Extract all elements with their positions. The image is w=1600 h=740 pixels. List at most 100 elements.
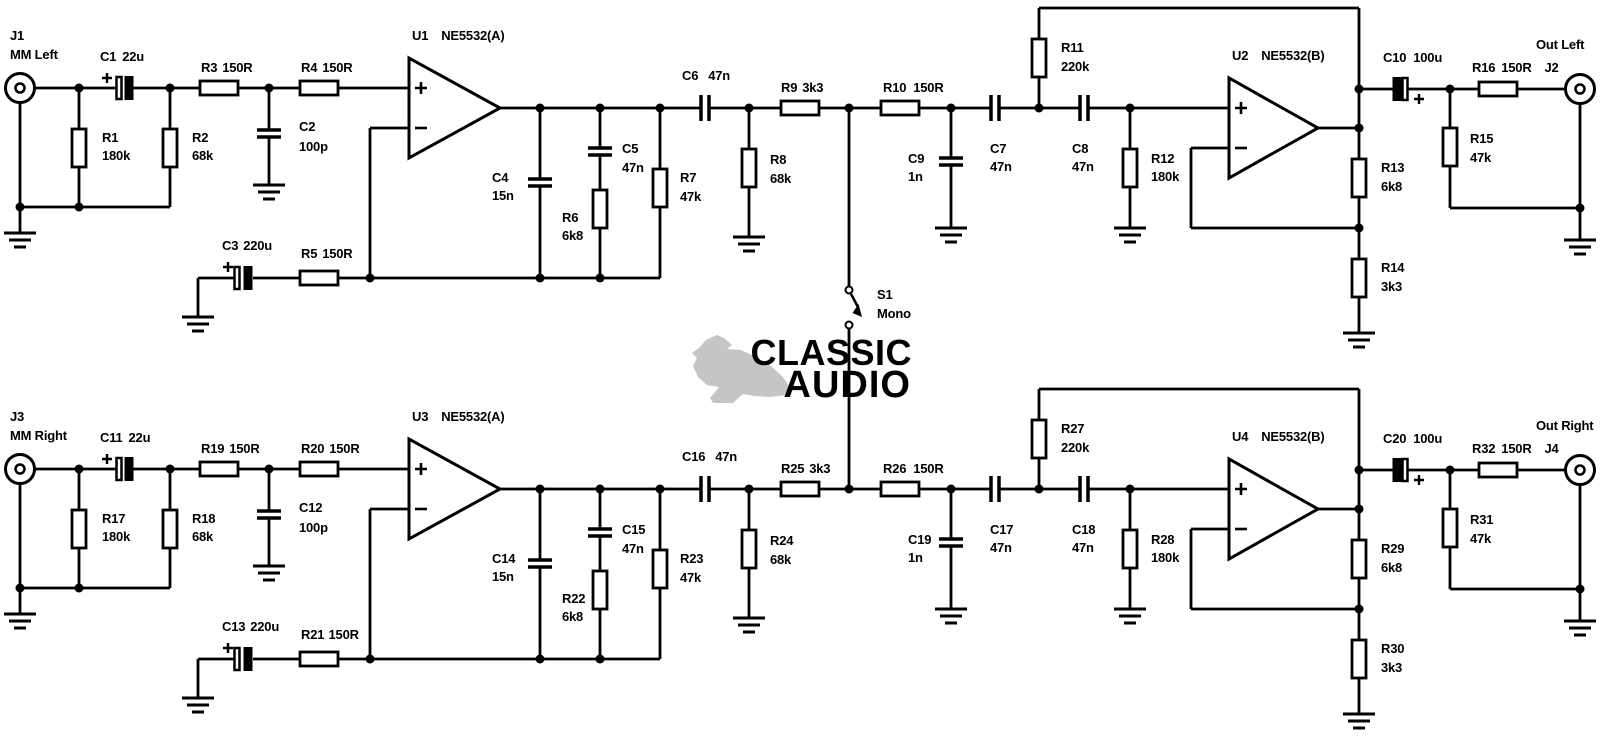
- label-r11-value: 220k: [1061, 440, 1090, 455]
- label-r14-ref: R14: [1381, 260, 1405, 275]
- resistor-r11-body: [1030, 418, 1048, 460]
- label-r15-value: 47k: [1470, 531, 1492, 546]
- label-c5-value: 47n: [622, 160, 644, 175]
- label-r12-value: 180k: [1151, 169, 1180, 184]
- label-r6-value: 6k8: [562, 609, 583, 624]
- resistor-r15-body: [1441, 507, 1459, 549]
- capacitor-c9-plates: [939, 537, 963, 548]
- label-c7-value: 47n: [990, 540, 1012, 555]
- capacitor-c9-plates: [939, 156, 963, 167]
- label-c4-value: 15n: [492, 569, 514, 584]
- capacitor-c3: [223, 643, 253, 672]
- resistor-r5-body: [298, 269, 340, 287]
- polarized-capacitors: [102, 73, 1424, 291]
- resistor-r8-body: [740, 528, 758, 570]
- label-r2-ref: R18: [192, 511, 215, 526]
- resistor-r15-body: [1441, 126, 1459, 168]
- resistor-r3-body: [198, 460, 240, 478]
- capacitor-c-in: [102, 454, 134, 482]
- label-r15-value: 47k: [1470, 150, 1492, 165]
- opamp-1: [407, 436, 504, 542]
- label-r11-ref: R27: [1061, 421, 1084, 436]
- label-c4-ref: C4: [492, 170, 509, 185]
- label-c2-value: 100p: [299, 139, 328, 154]
- capacitor-c2-plates: [257, 509, 281, 520]
- label-c5-value: 47n: [622, 541, 644, 556]
- label-r6-value: 6k8: [562, 228, 583, 243]
- label-r13-ref: R29: [1381, 541, 1404, 556]
- label-c2-ref: C12: [299, 500, 322, 515]
- input-jack: [4, 453, 36, 485]
- capacitor-c4-plates: [528, 558, 552, 569]
- capacitor-c8-plates: [1078, 95, 1090, 121]
- label-c9-value: 1n: [908, 169, 923, 184]
- resistor-r6-body: [591, 188, 609, 230]
- capacitor-c-in: [102, 73, 134, 101]
- label-r14-value: 3k3: [1381, 660, 1402, 675]
- label-r14-ref: R30: [1381, 641, 1404, 656]
- capacitors: [257, 95, 1090, 188]
- label-r8-ref: R8: [770, 152, 786, 167]
- label-r12-value: 180k: [1151, 550, 1180, 565]
- label-c4-ref: C14: [492, 551, 516, 566]
- capacitor-c8-plates: [1078, 476, 1090, 502]
- resistor-r11-body: [1030, 37, 1048, 79]
- label-r2-value: 68k: [192, 148, 214, 163]
- switch-contact-top: [844, 285, 854, 295]
- resistor-r13-body: [1350, 157, 1368, 199]
- capacitor-c2-plates: [257, 128, 281, 139]
- label-r7-value: 47k: [680, 189, 702, 204]
- label-r13-value: 6k8: [1381, 179, 1402, 194]
- opamp-2: [1227, 456, 1322, 562]
- label-c9-ref: C9: [908, 151, 924, 166]
- resistor-r16-body: [1477, 80, 1519, 98]
- label-c5-ref: C5: [622, 141, 638, 156]
- output-jack: [1564, 73, 1596, 105]
- watermark-logo: CLASSIC AUDIO: [692, 332, 912, 406]
- resistor-r4-body: [298, 79, 340, 97]
- switch-label: Mono: [877, 306, 911, 321]
- capacitor-c6-plates: [699, 476, 711, 502]
- output-jack-label: Out Left: [1536, 37, 1585, 52]
- label-c5-ref: C15: [622, 522, 645, 537]
- opamp1-plus-icon: [415, 463, 427, 475]
- label-r13-ref: R13: [1381, 160, 1404, 175]
- opamp1-plus-icon: [415, 82, 427, 94]
- output-jack-ref: J4: [1545, 441, 1560, 456]
- resistor-r1-body: [70, 508, 88, 550]
- label-r1-ref: R1: [102, 130, 118, 145]
- label-r2-ref: R2: [192, 130, 208, 145]
- label-c9-ref: C19: [908, 532, 931, 547]
- resistors: [70, 418, 1519, 680]
- input-jack-label: MM Left: [10, 47, 59, 62]
- label-c8-value: 47n: [1072, 159, 1094, 174]
- switch-lever-icon: [849, 293, 862, 317]
- label-r15-ref: R31: [1470, 512, 1493, 527]
- resistor-r10-body: [879, 99, 921, 117]
- switch-ref: S1: [877, 287, 893, 302]
- capacitor-c5-plates: [588, 146, 612, 157]
- opamp2-plus-icon: [1235, 483, 1247, 495]
- resistor-r6-body: [591, 569, 609, 611]
- label-r7-value: 47k: [680, 570, 702, 585]
- label-r15-ref: R15: [1470, 131, 1493, 146]
- opamp-1: [407, 55, 504, 161]
- capacitor-c3: [223, 262, 253, 291]
- resistor-r7-body: [651, 167, 669, 209]
- label-c8-ref: C8: [1072, 141, 1088, 156]
- label-r6-ref: R22: [562, 591, 585, 606]
- opamp2-plus-icon: [1235, 102, 1247, 114]
- capacitors: [257, 476, 1090, 569]
